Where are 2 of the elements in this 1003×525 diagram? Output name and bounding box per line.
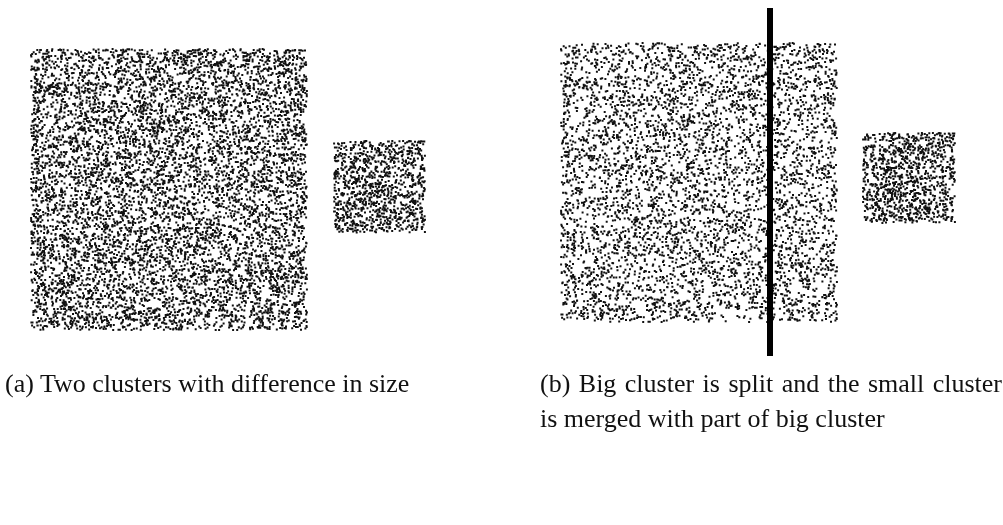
figure-caption: (b) Big cluster is split and the small cluster is merged with part of big cluster [540,368,1002,435]
figure-caption: (a) Two clusters with difference in size [5,368,411,400]
